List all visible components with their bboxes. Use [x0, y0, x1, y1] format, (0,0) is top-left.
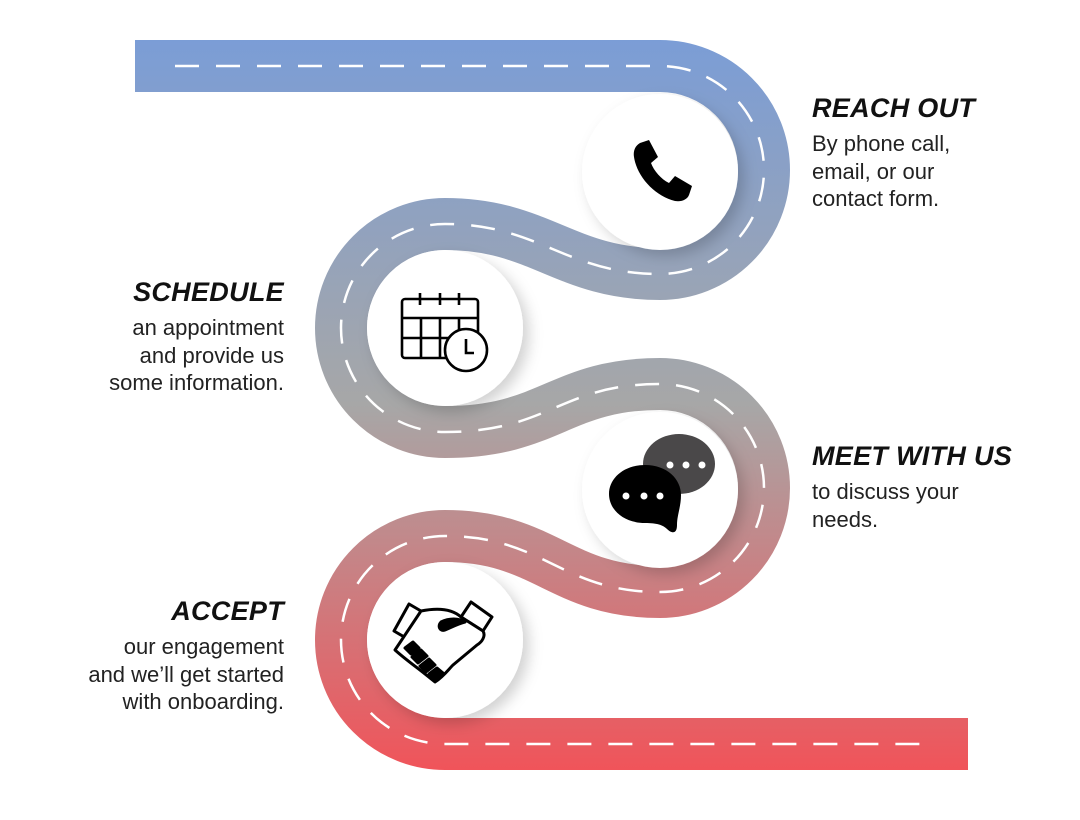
step-line: with onboarding.: [122, 689, 284, 714]
step-line: needs.: [812, 506, 879, 532]
step-reach-out: REACH OUT By phone call, email, or our c…: [812, 92, 1072, 213]
step-line: By phone call,: [812, 131, 951, 156]
step-line: contact form.: [812, 186, 940, 211]
step-line: some information.: [109, 370, 284, 395]
phone-icon: [633, 140, 692, 202]
step-circle-meet: [582, 412, 738, 568]
step-circle-accept: [367, 562, 523, 718]
handshake-icon: [392, 600, 494, 684]
step-meet-with-us: MEET WITH US to discuss your needs.: [812, 440, 1072, 533]
step-title: SCHEDULE: [133, 277, 284, 307]
calendar-clock-icon: [400, 293, 489, 373]
step-title: REACH OUT: [812, 93, 976, 123]
step-line: and provide us: [139, 342, 284, 368]
step-line: and we’ll get started: [88, 661, 284, 687]
step-line: an appointment: [132, 315, 284, 340]
step-circle-reach-out: [582, 94, 738, 250]
chat-bubbles-icon: [609, 434, 715, 533]
step-line: to discuss your: [812, 479, 959, 504]
road-center-dashes: [175, 64, 935, 746]
step-title: MEET WITH US: [812, 441, 1013, 471]
step-circle-schedule: [367, 250, 523, 406]
step-schedule: SCHEDULE an appointment and provide us s…: [24, 276, 284, 397]
step-line: our engagement: [123, 634, 284, 659]
step-accept: ACCEPT our engagement and we’ll get star…: [24, 595, 284, 716]
step-title: ACCEPT: [171, 596, 284, 626]
step-line: email, or our: [812, 158, 935, 184]
